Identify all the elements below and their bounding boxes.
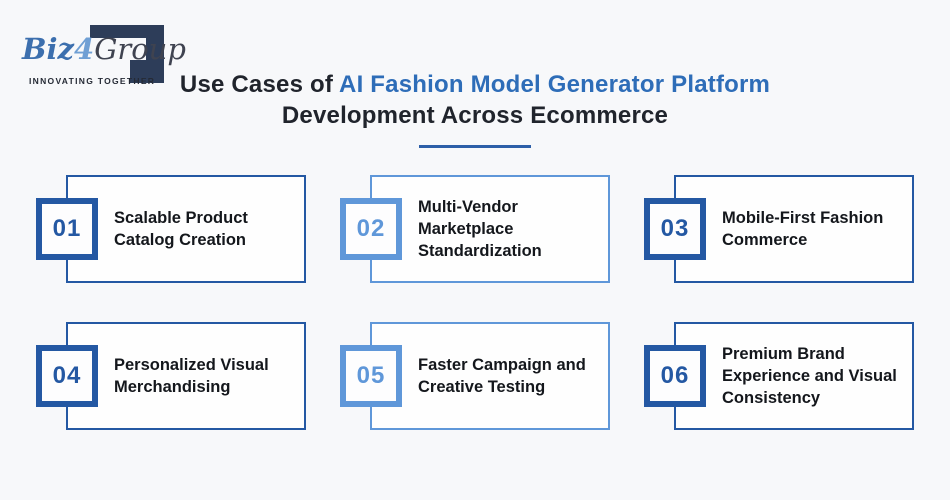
logo-word-group: Group bbox=[94, 32, 186, 66]
card-number-badge: 03 bbox=[644, 198, 706, 260]
logo-tagline: INNOVATING TOGETHER bbox=[29, 76, 156, 86]
use-case-card-1: 01 Scalable Product Catalog Creation bbox=[36, 175, 306, 283]
card-number-badge: 05 bbox=[340, 345, 402, 407]
logo-bracket-icon bbox=[90, 25, 164, 83]
card-label: Multi-Vendor Marketplace Standardization bbox=[418, 198, 542, 260]
page-title: Use Cases of AI Fashion Model Generator … bbox=[0, 69, 950, 131]
card-label: Premium Brand Experience and Visual Cons… bbox=[722, 345, 897, 407]
use-case-card-2: 02 Multi-Vendor Marketplace Standardizat… bbox=[340, 175, 610, 283]
card-number-badge: 04 bbox=[36, 345, 98, 407]
title-prefix: Use Cases of bbox=[179, 71, 340, 98]
use-case-card-3: 03 Mobile-First Fashion Commerce bbox=[644, 175, 914, 283]
logo-word-four: 4 bbox=[74, 32, 95, 66]
brand-logo: Biz4Group INNOVATING TOGETHER bbox=[22, 14, 186, 94]
title-highlight: AI Fashion Model Generator Platform bbox=[339, 71, 771, 98]
card-label: Personalized Visual Merchandising bbox=[114, 356, 269, 396]
use-case-card-5: 05 Faster Campaign and Creative Testing bbox=[340, 322, 610, 430]
logo-word-biz: Biz bbox=[22, 32, 74, 66]
card-number-badge: 01 bbox=[36, 198, 98, 260]
use-case-card-6: 06 Premium Brand Experience and Visual C… bbox=[644, 322, 914, 430]
title-line2: Development Across Ecommerce bbox=[281, 102, 669, 129]
use-case-card-4: 04 Personalized Visual Merchandising bbox=[36, 322, 306, 430]
title-underline bbox=[419, 145, 531, 148]
page-header: Use Cases of AI Fashion Model Generator … bbox=[0, 69, 950, 148]
card-label: Faster Campaign and Creative Testing bbox=[418, 356, 586, 396]
card-number-badge: 06 bbox=[644, 345, 706, 407]
logo-wordmark: Biz4Group bbox=[22, 32, 186, 66]
card-label: Mobile-First Fashion Commerce bbox=[722, 209, 884, 249]
card-number-badge: 02 bbox=[340, 198, 402, 260]
card-label: Scalable Product Catalog Creation bbox=[114, 209, 248, 249]
